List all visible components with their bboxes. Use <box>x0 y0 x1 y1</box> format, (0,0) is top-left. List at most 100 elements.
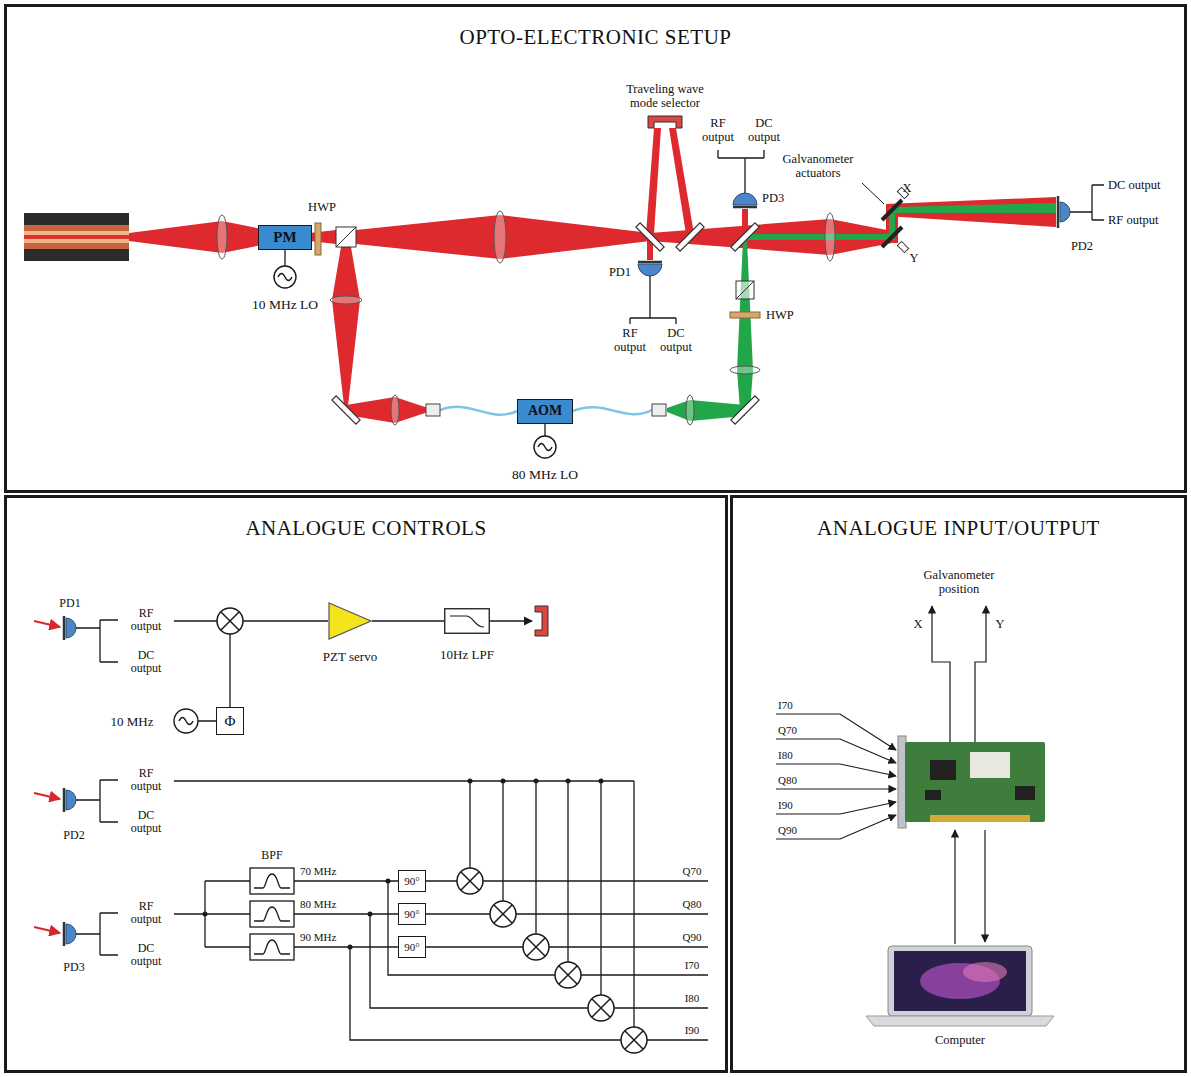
filter-box <box>445 609 490 634</box>
oscillator-symbol <box>278 274 292 281</box>
daq-card <box>898 736 906 828</box>
oscillator-label: 80 MHz LO <box>512 467 578 482</box>
label-anchor: 70 MHz <box>300 865 336 877</box>
wire <box>76 150 1104 1040</box>
detector-label: PD2 <box>63 829 84 842</box>
signal-name: I80 <box>778 749 793 761</box>
panel-heading: ANALOGUE INPUT/OUTPUT <box>733 498 1184 541</box>
junction-dot <box>534 779 539 784</box>
light-input-arrow <box>34 621 60 627</box>
mixer-symbol <box>221 612 239 630</box>
axis-label: X <box>902 181 911 195</box>
junction-dot <box>386 879 391 884</box>
label-anchor: Computer <box>935 1033 985 1047</box>
mirror <box>676 223 704 251</box>
label-anchor: Q90 <box>683 931 702 943</box>
leader-line <box>862 183 884 204</box>
mixer-symbol <box>588 995 614 1021</box>
node-text: PZT servo <box>270 650 430 664</box>
label-anchor: PD1 <box>59 597 80 610</box>
amplifier-triangle <box>329 603 371 639</box>
label-anchor: BPF <box>261 849 282 862</box>
polarizing-cube <box>336 227 356 247</box>
photodiode <box>66 924 76 944</box>
galvo-actuator <box>897 187 908 252</box>
lens <box>217 215 227 259</box>
mixer-symbol <box>217 608 243 634</box>
red-beam <box>646 128 661 234</box>
detector-label: PD3 <box>762 191 784 205</box>
laptop <box>888 946 1032 1016</box>
junction-dot <box>203 912 208 917</box>
label-anchor: 90 MHz <box>300 931 336 943</box>
laptop <box>866 946 1054 1026</box>
oscillator-symbol <box>534 436 556 458</box>
port-label: DC output <box>122 942 170 969</box>
mode-selector-symbol <box>648 116 682 128</box>
laptop <box>963 962 1007 982</box>
bandpass-filter <box>254 874 290 888</box>
lowpass-filter-shape <box>444 608 490 634</box>
label-anchor: Galvanometer position <box>904 568 1014 596</box>
input-arrow <box>776 815 896 839</box>
label-anchor: PD3 <box>762 191 784 205</box>
node-text: Φ <box>225 714 236 729</box>
bandpass-filter <box>254 940 290 954</box>
part-label: HWP <box>308 200 336 214</box>
junction-dot <box>203 779 604 950</box>
part-label: Galvanometer position <box>904 568 1014 596</box>
fiber-coupler <box>652 404 666 416</box>
signal-name: Q80 <box>683 898 702 910</box>
label-anchor: 10 MHz <box>111 715 154 730</box>
daq-card <box>925 790 941 800</box>
detector-label: PD3 <box>63 961 84 974</box>
node-text: 90° <box>404 876 419 887</box>
mixer-symbol <box>625 1031 643 1049</box>
bandpass-filter <box>250 901 294 927</box>
photodiode <box>66 618 76 638</box>
mixer-symbol <box>461 872 479 890</box>
daq-card <box>905 742 1045 822</box>
label-anchor: Galvanometer actuators <box>768 152 868 180</box>
port-label: DC output <box>122 649 170 676</box>
quadrature-box: 90° <box>398 936 426 958</box>
label-anchor: I70 <box>685 959 700 971</box>
label-anchor: HWP <box>308 200 336 214</box>
wire <box>718 150 764 193</box>
lens <box>686 395 694 425</box>
lowpass-symbol <box>450 616 484 627</box>
junction-dot <box>501 779 506 784</box>
wire <box>1070 185 1104 220</box>
signal-name: Q90 <box>683 931 702 943</box>
daq-card <box>898 736 1045 828</box>
optical-fiber <box>573 407 652 414</box>
label-anchor: Q90 <box>778 824 797 836</box>
port-label: RF output <box>1108 213 1158 227</box>
bandpass-filter <box>250 868 294 894</box>
signal-name: I80 <box>685 992 700 1004</box>
photodiode <box>66 790 76 810</box>
label-anchor: PD2 <box>1071 239 1093 253</box>
port-label: RF output <box>122 900 170 927</box>
panel: OPTO-ELECTRONIC SETUPPMAOM <box>4 4 1187 493</box>
mode-selector-symbol <box>535 116 682 636</box>
mirror <box>731 396 759 424</box>
label-anchor: I70 <box>778 699 793 711</box>
leader-line <box>862 183 884 204</box>
photodiode <box>733 193 757 205</box>
modulator-box: AOM <box>517 399 573 424</box>
green-beam <box>667 203 1056 421</box>
label-anchor: DC output <box>122 809 170 836</box>
port-label: RF output <box>694 116 742 144</box>
mixer-symbol <box>494 905 512 923</box>
node-text: PM <box>273 230 296 245</box>
laptop <box>894 951 1026 1011</box>
signal-name: Q90 <box>778 824 797 836</box>
quadrature-box: 90° <box>398 903 426 925</box>
signal-connector <box>372 620 444 621</box>
panel-heading: ANALOGUE CONTROLS <box>7 498 725 541</box>
input-arrow <box>776 739 896 763</box>
label-anchor: Y <box>909 251 918 265</box>
